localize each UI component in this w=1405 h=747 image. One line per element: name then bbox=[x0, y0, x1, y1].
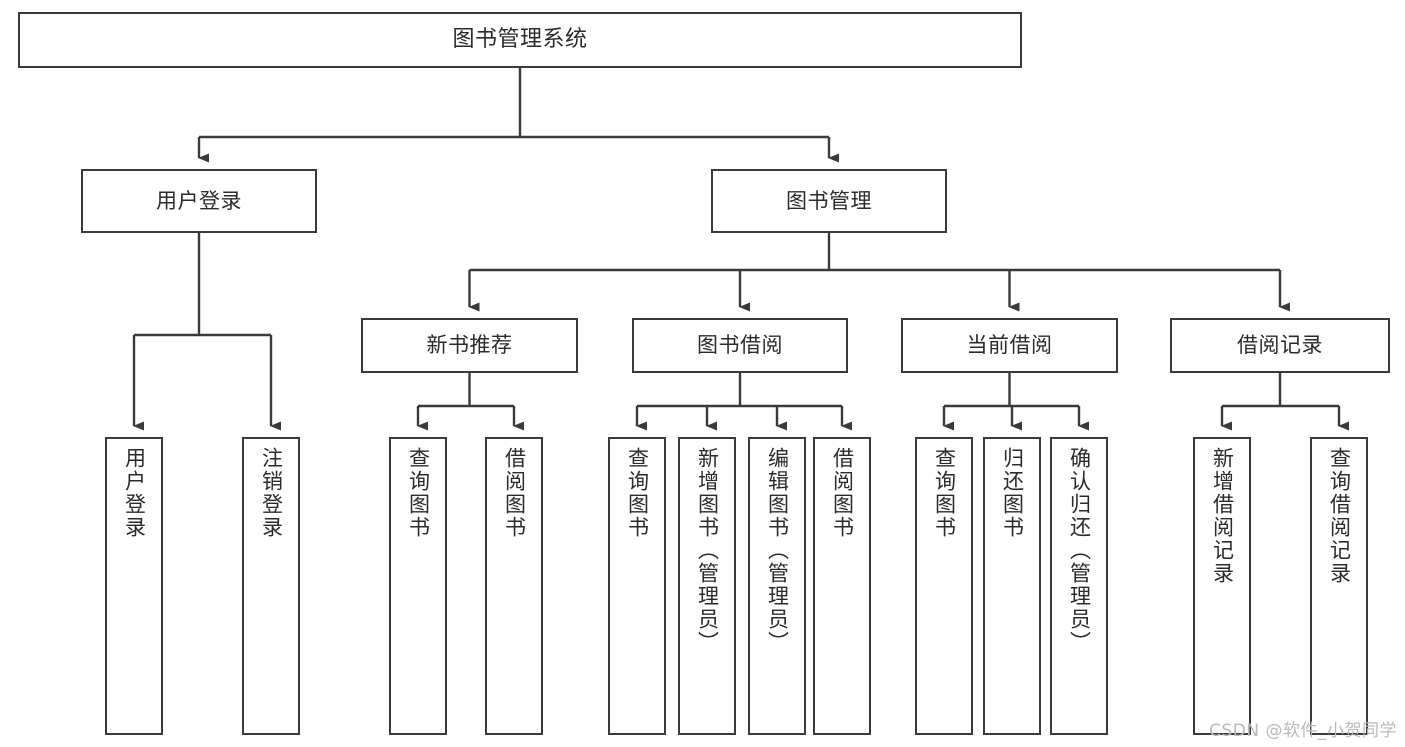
node-leaf-borrow-add[interactable]: 新增图书（管理员） bbox=[678, 437, 736, 735]
node-label-leaf-current-query: 查询图书 bbox=[932, 447, 957, 539]
node-label-leaf-current-return: 归还图书 bbox=[1000, 447, 1025, 539]
node-leaf-borrow-edit[interactable]: 编辑图书（管理员） bbox=[748, 437, 806, 735]
node-leaf-records-add[interactable]: 新增借阅记录 bbox=[1193, 437, 1251, 735]
node-label-leaf-records-add: 新增借阅记录 bbox=[1210, 447, 1235, 585]
node-records[interactable]: 借阅记录 bbox=[1170, 318, 1390, 373]
node-leaf-newbook-borrow[interactable]: 借阅图书 bbox=[485, 437, 543, 735]
node-label-records: 借阅记录 bbox=[1237, 333, 1323, 358]
node-leaf-current-return[interactable]: 归还图书 bbox=[983, 437, 1041, 735]
node-leaf-user-logout[interactable]: 注销登录 bbox=[242, 437, 300, 735]
node-label-leaf-newbook-query: 查询图书 bbox=[406, 447, 431, 539]
node-leaf-newbook-query[interactable]: 查询图书 bbox=[389, 437, 447, 735]
node-leaf-current-confirm[interactable]: 确认归还（管理员） bbox=[1050, 437, 1108, 735]
node-label-root: 图书管理系统 bbox=[452, 27, 588, 53]
node-leaf-borrow-lend[interactable]: 借阅图书 bbox=[813, 437, 871, 735]
node-root[interactable]: 图书管理系统 bbox=[18, 12, 1022, 68]
node-label-login: 用户登录 bbox=[156, 188, 242, 213]
node-borrow[interactable]: 图书借阅 bbox=[632, 318, 848, 373]
node-label-leaf-newbook-borrow: 借阅图书 bbox=[502, 447, 527, 539]
node-bookmgmt[interactable]: 图书管理 bbox=[711, 169, 947, 233]
node-newbook[interactable]: 新书推荐 bbox=[361, 318, 578, 373]
node-label-leaf-borrow-query: 查询图书 bbox=[625, 447, 650, 539]
node-label-bookmgmt: 图书管理 bbox=[786, 188, 872, 213]
node-label-leaf-records-query: 查询借阅记录 bbox=[1327, 447, 1352, 585]
node-label-leaf-borrow-edit: 编辑图书（管理员） bbox=[765, 447, 790, 654]
node-label-newbook: 新书推荐 bbox=[426, 333, 513, 358]
node-label-current: 当前借阅 bbox=[966, 333, 1053, 358]
node-label-leaf-current-confirm: 确认归还（管理员） bbox=[1067, 447, 1092, 654]
node-leaf-current-query[interactable]: 查询图书 bbox=[915, 437, 973, 735]
node-label-leaf-user-login: 用户登录 bbox=[122, 447, 147, 539]
node-login[interactable]: 用户登录 bbox=[81, 169, 317, 233]
node-label-leaf-user-logout: 注销登录 bbox=[259, 447, 284, 539]
node-leaf-borrow-query[interactable]: 查询图书 bbox=[608, 437, 666, 735]
node-label-borrow: 图书借阅 bbox=[697, 333, 783, 358]
csdn-watermark: CSDN @软件_小贺同学 bbox=[1209, 721, 1397, 741]
node-label-leaf-borrow-lend: 借阅图书 bbox=[830, 447, 855, 539]
node-leaf-user-login[interactable]: 用户登录 bbox=[105, 437, 163, 735]
node-leaf-records-query[interactable]: 查询借阅记录 bbox=[1310, 437, 1368, 735]
node-current[interactable]: 当前借阅 bbox=[901, 318, 1118, 373]
node-label-leaf-borrow-add: 新增图书（管理员） bbox=[695, 447, 720, 654]
